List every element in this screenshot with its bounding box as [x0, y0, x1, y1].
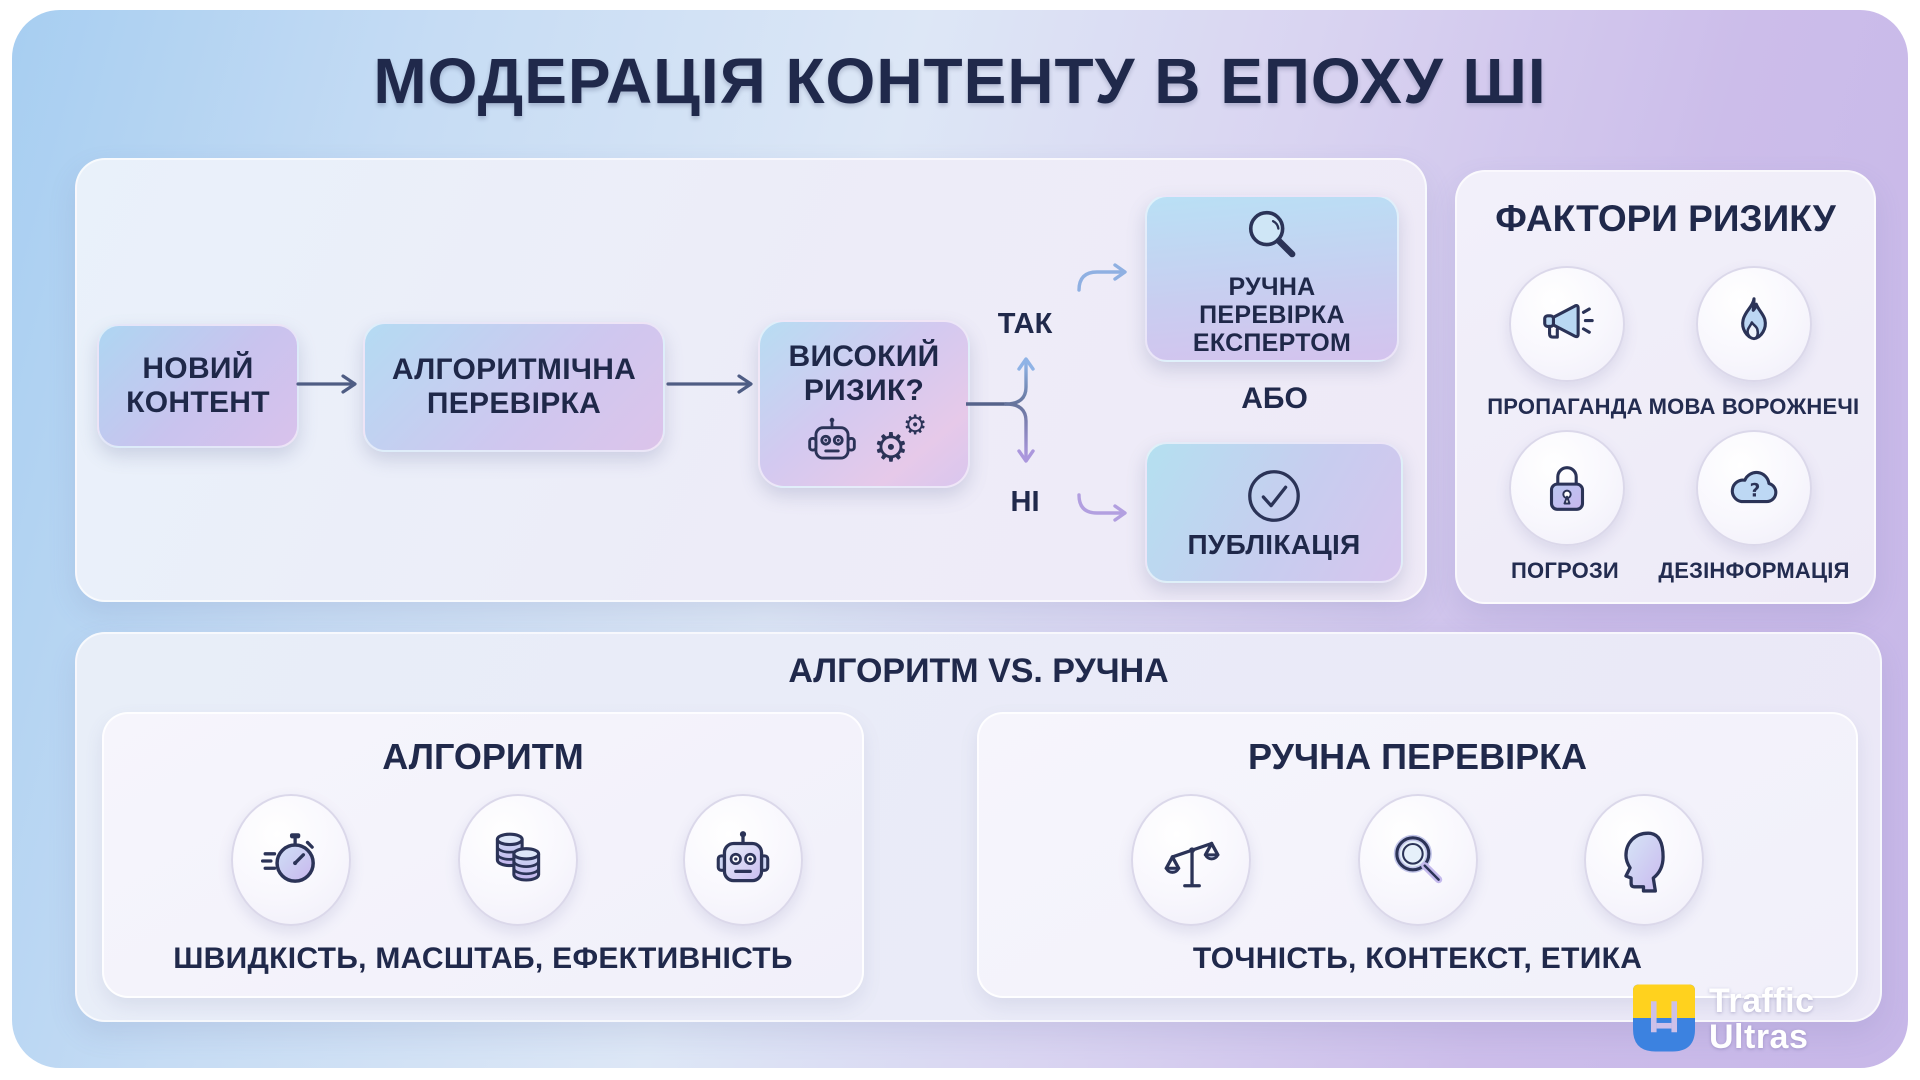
branch-label-yes: ТАК — [997, 308, 1053, 340]
flow-node-label: РУЧНА ПЕРЕВІРКА ЕКСПЕРТОМ — [1192, 272, 1352, 357]
risk-item-circle — [1509, 266, 1625, 382]
card-icon-circle — [231, 794, 351, 926]
cloud-question-icon: ? — [1730, 470, 1778, 504]
robot-icon — [716, 831, 770, 883]
risk-item-circle — [1696, 266, 1812, 382]
flow-node-expert-review: РУЧНА ПЕРЕВІРКА ЕКСПЕРТОМ — [1145, 195, 1399, 362]
brand-logo: Traffic Ultras — [1633, 982, 1815, 1056]
comparison-title: АЛГОРИТМ VS. РУЧНА — [788, 652, 1169, 690]
manual-review-card: РУЧНА ПЕРЕВІРКА — [977, 712, 1858, 998]
gears-icon: ⚙ ⚙ — [873, 412, 927, 471]
card-icon-circle — [683, 794, 803, 926]
comparison-panel: АЛГОРИТМ VS. РУЧНА АЛГОРИТМ — [75, 632, 1882, 1022]
stopwatch-icon — [260, 833, 315, 883]
gear-icon: ⚙ — [903, 409, 928, 441]
magnifier-icon — [1393, 834, 1443, 884]
lock-icon — [1549, 466, 1585, 511]
card-icon-circle — [458, 794, 578, 926]
database-icon — [495, 832, 541, 882]
algorithm-card-caption: ШВИДКІСТЬ, МАСШТАБ, ЕФЕКТИВНІСТЬ — [173, 942, 793, 975]
risk-item-circle: ? — [1696, 430, 1812, 546]
bracket-connector — [1077, 263, 1127, 522]
brand-name-line2: Ultras — [1709, 1017, 1809, 1056]
head-profile-icon — [1624, 831, 1665, 893]
flow-node-high-risk: ВИСОКИЙ РИЗИК? ⚙ ⚙ — [758, 320, 970, 488]
risk-factors-panel: ФАКТОРИ РИЗИКУ ПРОПАГАНДА МОВА ВОРОЖНЕЧІ — [1455, 170, 1876, 604]
arrow-right-icon — [296, 374, 357, 394]
risk-item-circle — [1509, 430, 1625, 546]
card-icon-circle — [1358, 794, 1478, 926]
brand-name: Traffic Ultras — [1709, 982, 1815, 1056]
page-title: МОДЕРАЦІЯ КОНТЕНТУ В ЕПОХУ ШІ — [373, 45, 1547, 117]
card-icon-circle — [1584, 794, 1704, 926]
flow-node-new-content: НОВИЙ КОНТЕНТ — [97, 324, 299, 448]
manual-review-card-title: РУЧНА ПЕРЕВІРКА — [1247, 736, 1588, 777]
risk-item-label: ДЕЗІНФОРМАЦІЯ — [1658, 558, 1850, 583]
flow-node-publication: ПУБЛІКАЦІЯ — [1145, 442, 1403, 583]
megaphone-icon — [1543, 304, 1594, 339]
card-icon-circle — [1131, 794, 1251, 926]
algorithm-card-title: АЛГОРИТМ — [382, 736, 584, 777]
gear-icon: ⚙ — [873, 424, 910, 471]
arrow-right-icon — [666, 374, 753, 394]
or-label: АБО — [1241, 382, 1308, 415]
magnifier-icon — [1248, 210, 1296, 257]
traffic-ultras-logo-icon — [1633, 984, 1695, 1052]
algorithm-card: АЛГОРИТМ — [102, 712, 864, 998]
check-circle-icon — [1248, 469, 1300, 522]
branch-fork-connector — [966, 357, 1035, 463]
flow-node-label: ВИСОКИЙ РИЗИК? — [788, 340, 940, 407]
risk-panel-title: ФАКТОРИ РИЗИКУ — [1495, 198, 1836, 239]
risk-item-label: ПОГРОЗИ — [1511, 558, 1619, 583]
flow-node-label: ПУБЛІКАЦІЯ — [1187, 528, 1361, 560]
moderation-flowchart-panel: НОВИЙ КОНТЕНТ АЛГОРИТМІЧНА ПЕРЕВІРКА ВИС… — [75, 158, 1427, 602]
flame-icon — [1741, 297, 1767, 341]
manual-review-card-caption: ТОЧНІСТЬ, КОНТЕКСТ, ЕТИКА — [1192, 942, 1643, 975]
risk-item-label: ПРОПАГАНДА — [1487, 394, 1643, 419]
risk-item-label: МОВА ВОРОЖНЕЧІ — [1648, 394, 1860, 419]
high-risk-icons: ⚙ ⚙ — [803, 412, 927, 471]
flow-node-label: АЛГОРИТМІЧНА ПЕРЕВІРКА — [391, 353, 637, 420]
flow-node-label: НОВИЙ КОНТЕНТ — [126, 352, 270, 419]
scales-icon — [1164, 841, 1220, 888]
svg-text:?: ? — [1750, 481, 1761, 502]
robot-icon — [808, 417, 856, 460]
brand-name-line1: Traffic — [1709, 982, 1815, 1020]
branch-label-no: НІ — [1010, 486, 1040, 518]
flow-node-algorithmic-check: АЛГОРИТМІЧНА ПЕРЕВІРКА — [363, 322, 665, 452]
